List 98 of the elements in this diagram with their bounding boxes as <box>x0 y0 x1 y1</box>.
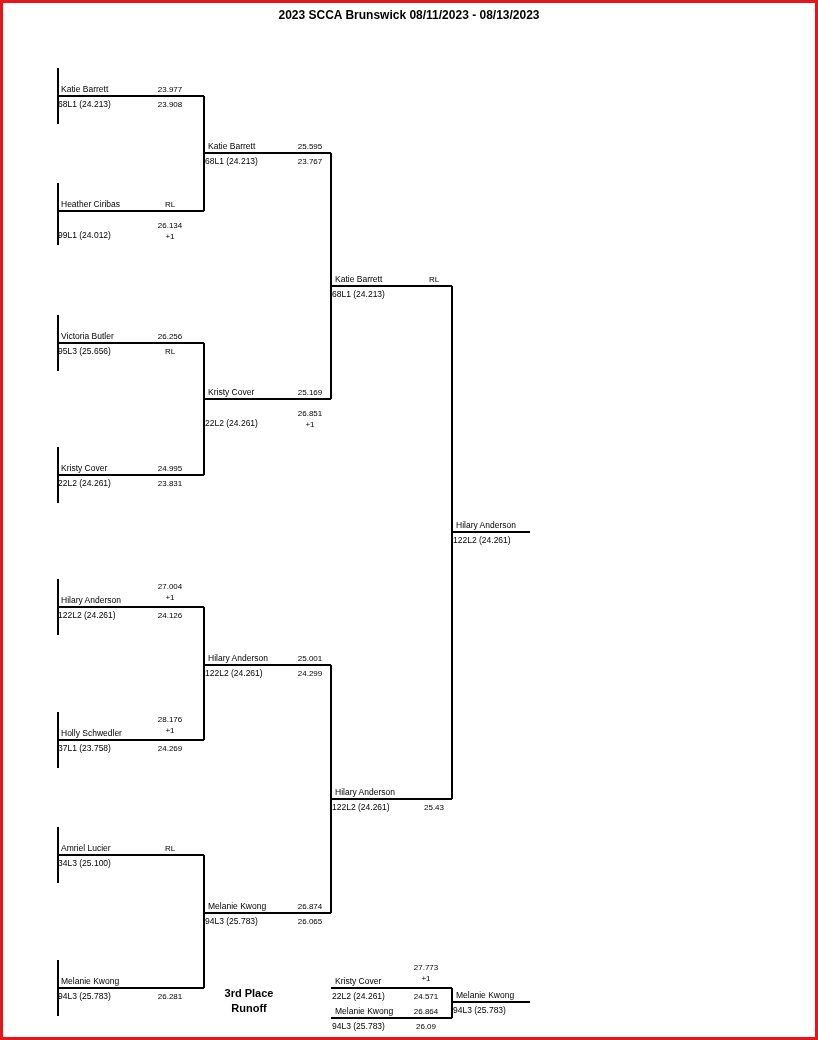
bracket-line <box>203 152 205 212</box>
car-class: 122L2 (24.261) <box>332 802 390 813</box>
car-class: 122L2 (24.261) <box>453 535 511 546</box>
time-value: 23.831 <box>156 478 184 489</box>
car-class: 22L2 (24.261) <box>58 478 111 489</box>
bracket-slot <box>57 68 204 124</box>
bracket-slot <box>331 785 452 815</box>
bracket-slot <box>57 315 204 371</box>
bracket-line <box>203 95 205 154</box>
bracket-line <box>451 987 453 1003</box>
car-class: 99L1 (24.012) <box>58 230 111 241</box>
bracket-line <box>203 342 205 400</box>
bracket-slot <box>204 139 331 169</box>
bracket-line <box>203 606 205 666</box>
time-value: 24.299 <box>296 668 324 679</box>
player-name: Amriel Lucier <box>61 843 111 854</box>
time-value: 24.571 <box>412 991 440 1002</box>
time-value: 28.176 +1 <box>156 714 184 736</box>
player-name: Hilary Anderson <box>335 787 395 798</box>
time-value: 25.595 <box>296 141 324 152</box>
bracket-line <box>330 798 332 914</box>
time-value: RL <box>427 274 441 285</box>
bracket-line <box>330 285 332 400</box>
time-value: 23.977 <box>156 84 184 95</box>
time-value: 26.09 <box>415 1021 437 1032</box>
bracket-line <box>203 912 205 989</box>
bracket-line <box>203 664 205 741</box>
bracket-slot <box>331 1004 452 1034</box>
player-name: Katie Barrett <box>61 84 109 95</box>
time-value: 26.065 <box>296 916 324 927</box>
time-value: 23.908 <box>156 99 184 110</box>
time-value: 26.851 +1 <box>296 408 324 430</box>
bracket-slot <box>57 447 204 503</box>
bracket-slot <box>204 899 331 929</box>
time-value: 23.767 <box>296 156 324 167</box>
player-name: Victoria Butler <box>61 331 114 342</box>
bracket-slot <box>57 712 204 768</box>
bracket-line <box>451 1001 453 1019</box>
bracket-slot <box>57 579 204 635</box>
car-class: 95L3 (25.656) <box>58 346 111 357</box>
car-class: 34L3 (25.100) <box>58 858 111 869</box>
player-name: Heather Ciribas <box>61 199 121 210</box>
time-value: 27.773 +1 <box>412 962 440 984</box>
player-name: Hilary Anderson <box>456 520 516 531</box>
player-name: Hilary Anderson <box>208 653 268 664</box>
time-value: 26.256 <box>156 331 184 342</box>
car-class: 68L1 (24.213) <box>205 156 258 167</box>
time-value: 26.134 +1 <box>156 220 184 242</box>
bracket-line <box>451 285 453 533</box>
player-name: Kristy Cover <box>208 387 255 398</box>
time-value: RL <box>163 843 177 854</box>
player-name: Melanie Kwong <box>61 976 120 987</box>
time-value: 27.004 +1 <box>156 581 184 603</box>
time-value: 25.169 <box>296 387 324 398</box>
player-name: Melanie Kwong <box>208 901 267 912</box>
bracket-line <box>330 152 332 287</box>
player-name: Kristy Cover <box>335 976 382 987</box>
bracket-line <box>451 531 453 800</box>
car-class: 68L1 (24.213) <box>58 99 111 110</box>
time-value: RL <box>163 346 177 357</box>
time-value: 26.874 <box>296 901 324 912</box>
bracket-line <box>330 664 332 800</box>
car-class: 94L3 (25.783) <box>205 916 258 927</box>
bracket-slot <box>331 272 452 302</box>
time-value: 24.269 <box>156 743 184 754</box>
time-value: 26.281 <box>156 991 184 1002</box>
player-name: Katie Barrett <box>335 274 383 285</box>
car-class: 22L2 (24.261) <box>205 418 258 429</box>
bracket-slot <box>57 183 204 245</box>
bracket-line <box>203 854 205 914</box>
time-value: 26.864 <box>412 1006 440 1017</box>
car-class: 94L3 (25.783) <box>58 991 111 1002</box>
player-name: Melanie Kwong <box>335 1006 394 1017</box>
player-name: Hilary Anderson <box>61 595 121 606</box>
bracket-slot <box>452 988 530 1018</box>
car-class: 94L3 (25.783) <box>332 1021 385 1032</box>
time-value: 24.126 <box>156 610 184 621</box>
player-name: Katie Barrett <box>208 141 256 152</box>
car-class: 68L1 (24.213) <box>332 289 385 300</box>
bracket-slot <box>57 827 204 883</box>
time-value: 25.001 <box>296 653 324 664</box>
bracket-slot <box>57 960 204 1016</box>
time-value: 25.43 <box>423 802 445 813</box>
car-class: 94L3 (25.783) <box>453 1005 506 1016</box>
time-value: 24.995 <box>156 463 184 474</box>
car-class: 122L2 (24.261) <box>58 610 116 621</box>
player-name: Kristy Cover <box>61 463 108 474</box>
runoff-heading: 3rd Place Runoff <box>223 986 275 1016</box>
player-name: Melanie Kwong <box>456 990 515 1001</box>
bracket-line <box>203 398 205 476</box>
car-class: 122L2 (24.261) <box>205 668 263 679</box>
bracket-slot <box>204 651 331 681</box>
player-name: Holly Schwedler <box>61 728 122 739</box>
title: 2023 SCCA Brunswick 08/11/2023 - 08/13/2023 <box>277 8 541 22</box>
bracket-slot <box>452 518 530 548</box>
car-class: 22L2 (24.261) <box>332 991 385 1002</box>
time-value: RL <box>163 199 177 210</box>
car-class: 37L1 (23.758) <box>58 743 111 754</box>
